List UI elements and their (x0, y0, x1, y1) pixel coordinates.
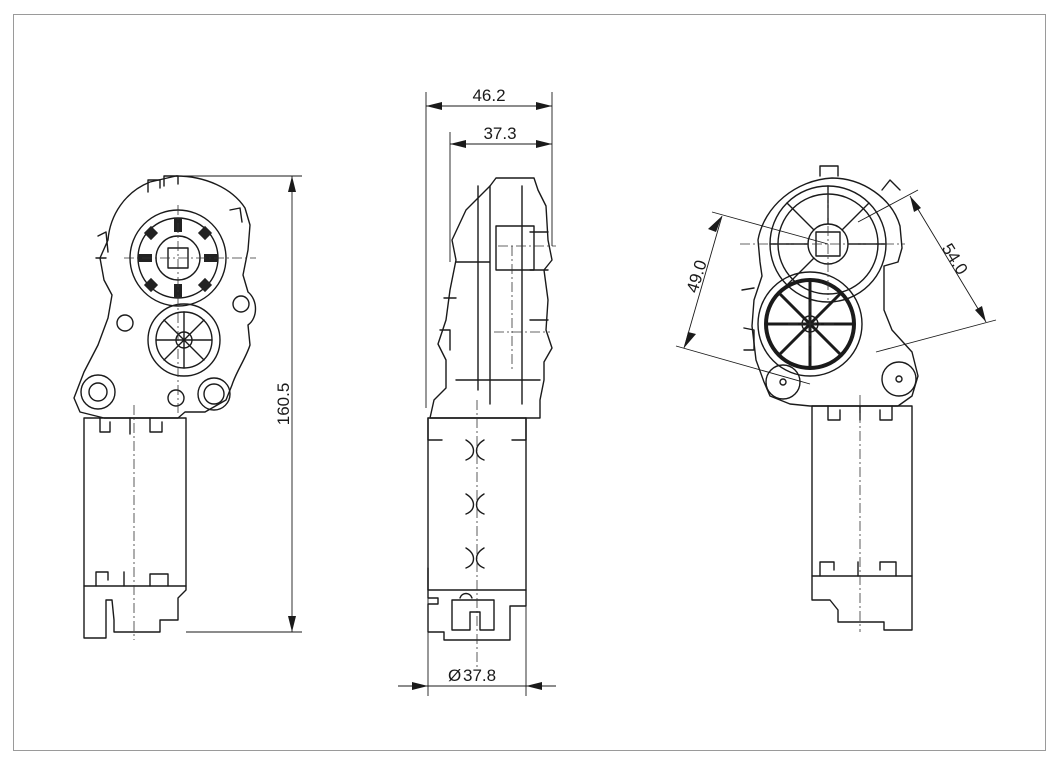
front-screw-2 (232, 295, 250, 313)
dim-overall-height: 160.5 (178, 175, 302, 633)
rear-view (740, 165, 919, 632)
front-lower-gear (147, 303, 221, 377)
rear-housing-outline (751, 177, 919, 407)
dim-diameter-symbol: Ø (448, 666, 461, 685)
dim-overall-width-label: 46.2 (472, 86, 505, 105)
front-screw-1 (116, 314, 134, 332)
front-output-boss (197, 377, 231, 411)
rear-mount-boss-right (881, 361, 917, 397)
dim-diameter: Ø 37.8 (398, 590, 556, 696)
dim-body-width: 37.3 (449, 124, 552, 262)
side-housing-outline (429, 177, 553, 419)
dim-overall-width: 46.2 (425, 86, 553, 408)
dim-gear-center-diagonal-label: 54.0 (938, 240, 972, 278)
dim-diameter-label: 37.8 (463, 666, 496, 685)
dim-body-width-label: 37.3 (483, 124, 516, 143)
front-screw-3 (167, 389, 185, 407)
front-motor-can (83, 417, 187, 587)
dim-overall-height-label: 160.5 (274, 383, 293, 426)
front-lower-gear-spokes (155, 311, 213, 369)
rear-connector (811, 575, 913, 631)
front-connector (83, 585, 187, 639)
dim-gear-center-vertical: 49.0 (675, 211, 829, 385)
rear-lower-gear (757, 271, 863, 377)
front-mount-boss (80, 374, 116, 410)
dim-gear-center-vertical-label: 49.0 (683, 258, 711, 295)
front-view (73, 175, 257, 640)
rear-motor-can (811, 405, 913, 577)
rear-mount-boss-left (765, 364, 801, 400)
front-housing-outline (73, 175, 257, 419)
side-connector (427, 567, 527, 641)
side-shaft-block (495, 225, 535, 271)
side-view (427, 177, 556, 670)
drawing-frame (13, 14, 1046, 751)
front-top-tabs (95, 175, 243, 259)
